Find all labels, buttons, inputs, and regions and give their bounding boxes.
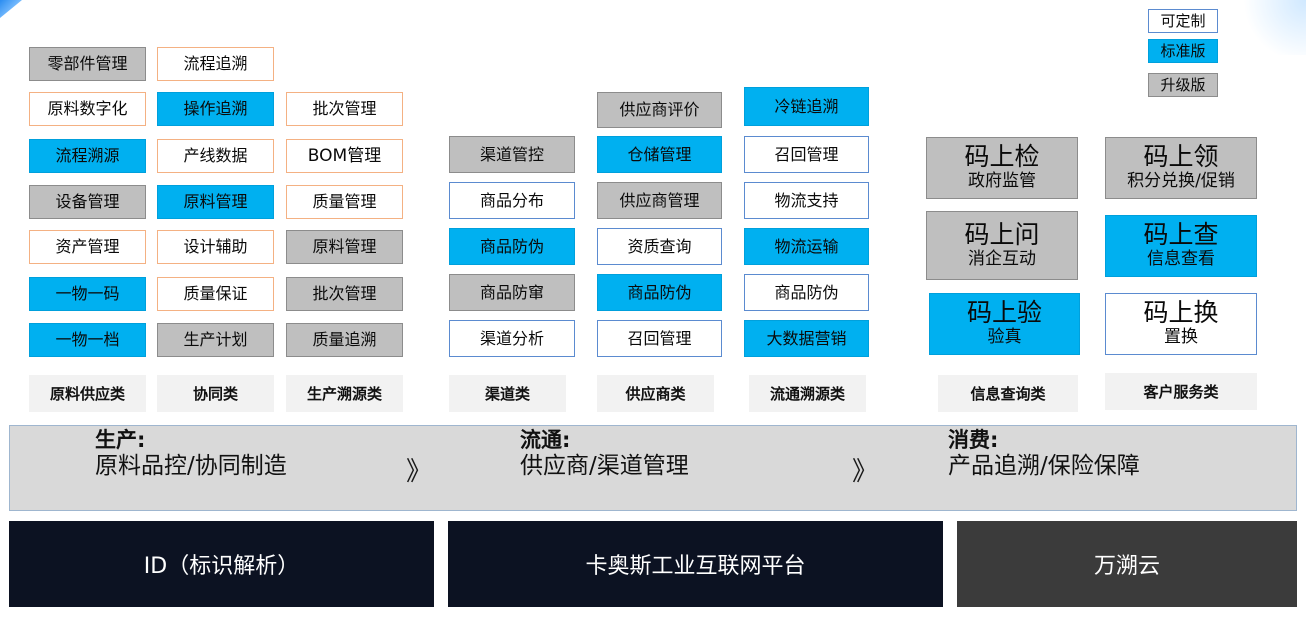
module-code-claim-subtitle: 积分兑换/促销 [1127,171,1235,192]
legend-customizable: 可定制 [1148,9,1218,33]
module-supplier-management: 供应商管理 [597,182,722,219]
module-design-assist: 设计辅助 [157,230,274,264]
module-code-ask-title: 码上问 [964,219,1040,249]
module-code-inspect-subtitle: 政府监管 [968,171,1036,192]
module-code-verify-subtitle: 验真 [987,327,1022,348]
module-supplier-evaluation: 供应商评价 [597,92,722,128]
category-raw-supply: 原料供应类 [29,375,146,412]
module-code-check: 码上查 信息查看 [1105,215,1257,277]
module-code-exchange-subtitle: 置换 [1164,327,1198,348]
stage-circulation-heading: 流通: [520,428,571,452]
module-code-claim: 码上领 积分兑换/促销 [1105,137,1257,199]
module-qualification-query: 资质查询 [597,228,722,265]
module-warehouse-management: 仓储管理 [597,136,722,173]
stage-production: 生产: 原料品控/协同制造 [95,428,287,481]
module-logistics-transport: 物流运输 [744,228,869,265]
base-id-resolution: ID（标识解析） [9,521,434,607]
module-one-item-one-file: 一物一档 [29,323,146,357]
stage-consumption-heading: 消费: [948,428,999,452]
module-cold-chain-tracing: 冷链追溯 [744,87,869,126]
module-asset-management: 资产管理 [29,230,146,264]
legend-standard: 标准版 [1148,39,1218,63]
module-anti-counterfeit-2: 商品防伪 [597,274,722,311]
module-anti-counterfeit-3: 商品防伪 [744,274,869,311]
module-code-inspect-title: 码上检 [964,142,1040,172]
module-code-ask: 码上问 消企互动 [926,211,1078,280]
module-production-planning: 生产计划 [157,323,274,357]
module-code-check-subtitle: 信息查看 [1147,249,1215,270]
module-code-verify-title: 码上验 [966,298,1042,328]
category-collaboration: 协同类 [157,375,274,412]
value-chain-band [9,425,1297,511]
base-wansu-cloud: 万溯云 [957,521,1297,607]
chevron-right-icon: 》 [852,457,879,487]
category-production-trace: 生产溯源类 [286,375,403,412]
chevron-right-icon: 》 [406,457,433,487]
module-logistics-support: 物流支持 [744,182,869,219]
module-raw-material-management-2: 原料管理 [286,230,403,264]
decorative-corner-top-left [0,0,22,18]
category-supplier: 供应商类 [597,375,714,412]
module-code-check-title: 码上查 [1143,220,1219,250]
module-code-exchange: 码上换 置换 [1105,293,1257,355]
module-big-data-marketing: 大数据营销 [744,320,869,357]
module-code-inspect: 码上检 政府监管 [926,137,1078,199]
module-channel-control: 渠道管控 [449,136,575,173]
module-code-ask-subtitle: 消企互动 [968,248,1036,269]
module-parts-management: 零部件管理 [29,47,146,81]
category-channel: 渠道类 [449,375,566,412]
module-product-distribution: 商品分布 [449,182,575,219]
module-anti-counterfeit: 商品防伪 [449,228,575,265]
module-anti-diversion: 商品防窜 [449,274,575,311]
module-raw-material-management: 原料管理 [157,185,274,219]
stage-circulation-text: 供应商/渠道管理 [520,453,689,480]
module-recall-management: 召回管理 [597,320,722,357]
category-info-query: 信息查询类 [938,375,1078,412]
stage-production-heading: 生产: [95,428,146,452]
module-one-item-one-code: 一物一码 [29,277,146,311]
legend-upgrade: 升级版 [1148,73,1218,97]
module-code-claim-title: 码上领 [1143,142,1219,172]
module-channel-analysis: 渠道分析 [449,320,575,357]
stage-circulation: 流通: 供应商/渠道管理 [520,428,689,481]
module-batch-management: 批次管理 [286,92,403,126]
module-recall-management-2: 召回管理 [744,136,869,173]
stage-consumption: 消费: 产品追溯/保险保障 [948,428,1140,481]
module-quality-tracing: 质量追溯 [286,323,403,357]
stage-consumption-text: 产品追溯/保险保障 [948,453,1140,480]
decorative-corner-top-right [1236,0,1306,55]
module-code-verify: 码上验 验真 [929,293,1080,355]
category-customer-service: 客户服务类 [1105,373,1257,410]
module-quality-management: 质量管理 [286,185,403,219]
module-quality-assurance: 质量保证 [157,277,274,311]
module-operation-tracing: 操作追溯 [157,92,274,126]
module-production-line-data: 产线数据 [157,139,274,173]
category-circulation-trace: 流通溯源类 [749,375,866,412]
module-equipment-management: 设备管理 [29,185,146,219]
module-batch-management-2: 批次管理 [286,277,403,311]
module-code-exchange-title: 码上换 [1143,298,1219,328]
module-bom-management: BOM管理 [286,139,403,173]
base-cosmoplat-platform: 卡奥斯工业互联网平台 [448,521,943,607]
module-raw-digitization: 原料数字化 [29,92,146,126]
module-process-tracing: 流程溯源 [29,139,146,173]
stage-production-text: 原料品控/协同制造 [95,453,287,480]
module-process-traceability: 流程追溯 [157,47,274,81]
